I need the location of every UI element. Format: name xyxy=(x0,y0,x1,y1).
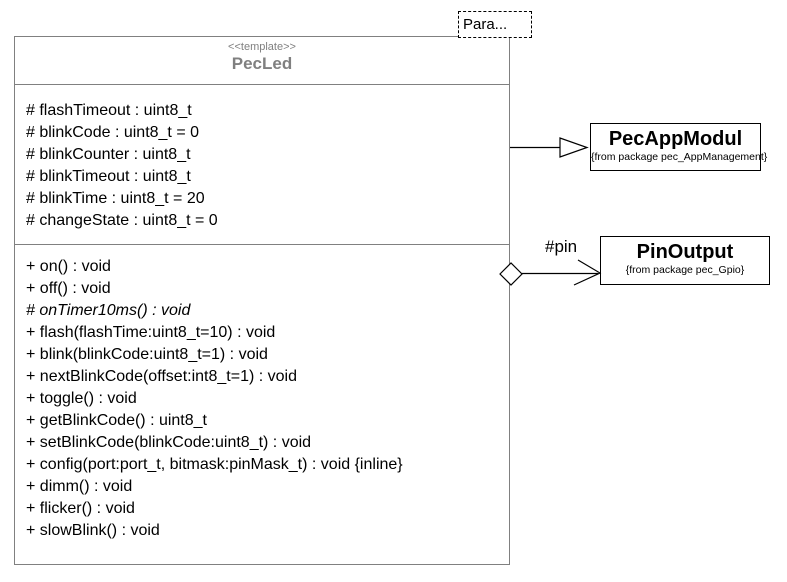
operation-row: + toggle() : void xyxy=(26,390,137,407)
pecled-operations-compartment: + on() : void + off() : void # onTimer10… xyxy=(15,244,509,566)
association-role-label-pin: #pin xyxy=(545,237,578,256)
operation-row: + nextBlinkCode(offset:int8_t=1) : void xyxy=(26,368,297,385)
template-parameter-label: Para... xyxy=(463,16,508,33)
class-box-pecappmodul[interactable]: PecAppModul {from package pec_AppManagem… xyxy=(590,123,768,171)
operation-row: + flash(flashTime:uint8_t=10) : void xyxy=(26,324,276,341)
operation-row: + blink(blinkCode:uint8_t=1) : void xyxy=(26,346,268,363)
operation-row: + config(port:port_t, bitmask:pinMask_t)… xyxy=(26,456,403,473)
pecled-title-compartment: <<template>> PecLed xyxy=(15,37,509,84)
operation-row: + slowBlink() : void xyxy=(26,522,160,539)
pecappmodul-package-note: {from package pec_AppManagement} xyxy=(591,151,768,163)
operation-row: + on() : void xyxy=(26,258,111,275)
attribute-row: # blinkCounter : uint8_t xyxy=(26,146,191,163)
pinoutput-package-note: {from package pec_Gpio} xyxy=(625,264,745,276)
pecled-attributes-compartment: # flashTimeout : uint8_t # blinkCode : u… xyxy=(15,84,509,244)
operation-row: + getBlinkCode() : uint8_t xyxy=(26,412,207,429)
attribute-row: # blinkCode : uint8_t = 0 xyxy=(26,124,200,141)
class-box-pecled[interactable]: <<template>> PecLed # flashTimeout : uin… xyxy=(14,36,510,565)
pinoutput-class-name: PinOutput xyxy=(636,241,734,263)
operation-row: + dimm() : void xyxy=(26,478,133,495)
operation-row: + setBlinkCode(blinkCode:uint8_t) : void xyxy=(26,434,312,451)
template-parameter-box[interactable]: Para... xyxy=(458,11,532,38)
attribute-row: # blinkTime : uint8_t = 20 xyxy=(26,190,205,207)
class-box-pinoutput[interactable]: PinOutput {from package pec_Gpio} xyxy=(600,236,770,285)
attribute-row: # blinkTimeout : uint8_t xyxy=(26,168,191,185)
operation-row-abstract: # onTimer10ms() : void xyxy=(26,302,191,319)
pecled-class-name: PecLed xyxy=(231,54,293,73)
operation-row: + off() : void xyxy=(26,280,111,297)
attribute-row: # changeState : uint8_t = 0 xyxy=(26,212,218,229)
pecappmodul-class-name: PecAppModul xyxy=(608,128,743,150)
generalization-triangle-arrowhead[interactable] xyxy=(559,137,589,158)
pecled-stereotype: <<template>> xyxy=(228,41,296,53)
operation-row: + flicker() : void xyxy=(26,500,135,517)
attribute-row: # flashTimeout : uint8_t xyxy=(26,102,192,119)
association-open-arrowhead[interactable] xyxy=(573,259,602,286)
